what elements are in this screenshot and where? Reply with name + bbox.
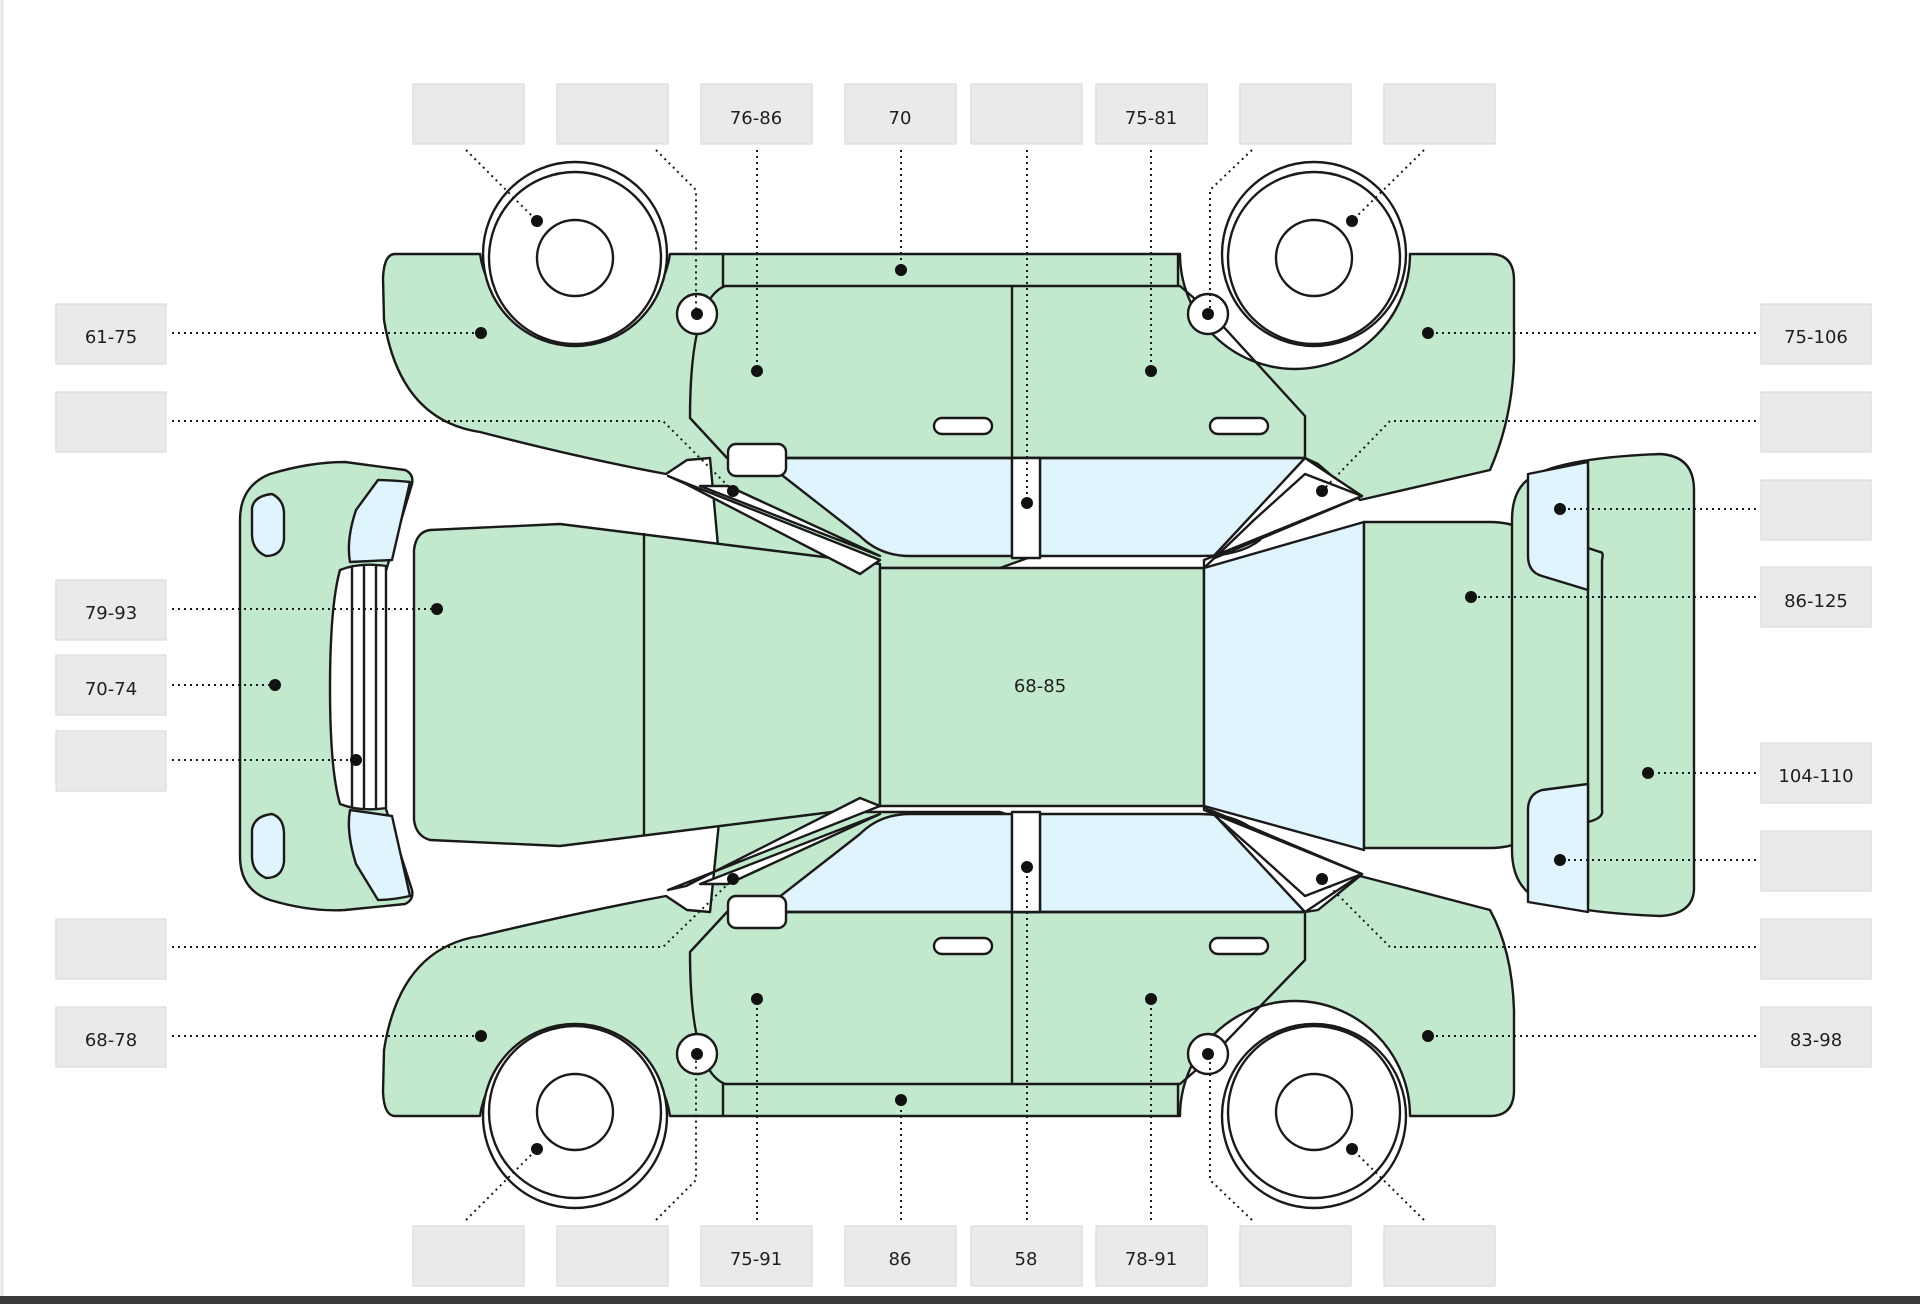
car-rear-view	[1510, 452, 1696, 918]
label-right-5: 104-110	[1778, 766, 1853, 787]
top-label-row: 76-86 70 75-81	[412, 83, 1496, 145]
label-left-4: 70-74	[85, 679, 137, 700]
label-left-1: 61-75	[85, 327, 137, 348]
rear-windshield	[1202, 520, 1366, 852]
top-view-body	[412, 522, 882, 848]
wheel-front-bottom-hub	[535, 1072, 615, 1152]
leaders	[172, 149, 1756, 1221]
label-top-6: 75-81	[1125, 108, 1177, 129]
label-right-4: 86-125	[1784, 591, 1848, 612]
car-side-top	[381, 160, 1516, 570]
roof-measurement: 68-85	[1014, 676, 1066, 697]
wheel-front-top-hub	[535, 218, 615, 298]
label-bottom-5: 58	[1015, 1249, 1038, 1270]
label-top-4: 70	[889, 108, 912, 129]
right-label-column: 75-106 86-125 104-110 83-98	[1760, 303, 1872, 1068]
label-bottom-3: 75-91	[730, 1249, 782, 1270]
label-left-7: 68-78	[85, 1030, 137, 1051]
rear-light-bottom	[1526, 782, 1590, 914]
car-top-view	[412, 456, 1542, 914]
label-left-3: 79-93	[85, 603, 137, 624]
label-bottom-4: 86	[889, 1249, 912, 1270]
label-right-1: 75-106	[1784, 327, 1848, 348]
wheel-rear-top-hub	[1274, 218, 1354, 298]
label-right-8: 83-98	[1790, 1030, 1842, 1051]
bottom-side-door-outline	[688, 910, 1307, 1086]
car-front-view	[238, 460, 414, 912]
label-top-3: 76-86	[730, 108, 782, 129]
top-side-door-outline	[688, 284, 1307, 460]
label-bottom-6: 78-91	[1125, 1249, 1177, 1270]
bottom-label-row: 75-91 86 58 78-91	[412, 1225, 1496, 1287]
roof-panel	[878, 566, 1206, 808]
wheel-rear-bottom-hub	[1274, 1072, 1354, 1152]
left-label-column: 61-75 79-93 70-74 68-78	[55, 303, 167, 1068]
front-grille	[328, 563, 388, 811]
rear-light-top	[1526, 460, 1590, 592]
